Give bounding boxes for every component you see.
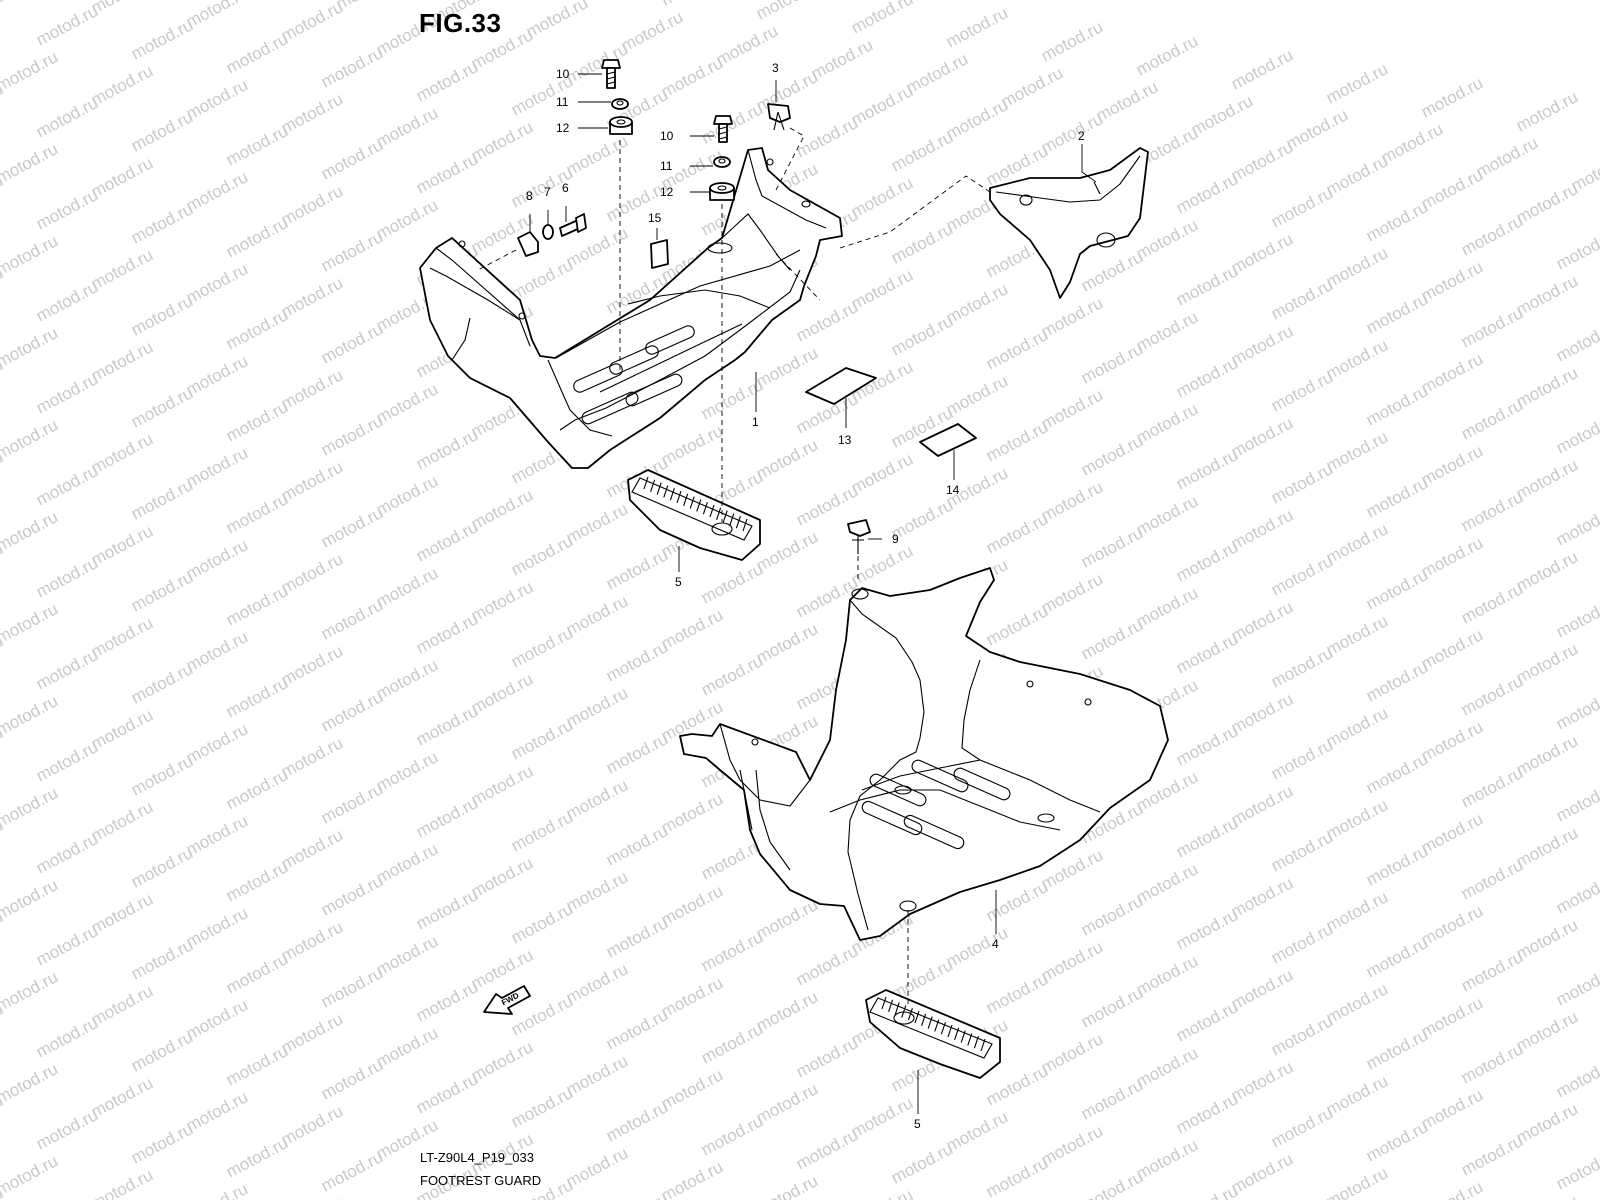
part-7-washer: [542, 224, 554, 240]
callout-2: 2: [1078, 129, 1085, 143]
pad-rib: [689, 496, 695, 509]
callout-8: 8: [526, 189, 533, 203]
pad-rib: [914, 1010, 920, 1024]
part-1-left-footrest-guard: [419, 147, 843, 469]
pad-ribs-lower: [881, 996, 986, 1052]
part-6-screw: [559, 213, 587, 237]
callout-6: 6: [562, 181, 569, 195]
callout-13: 13: [838, 433, 852, 447]
pad-rib: [980, 1038, 986, 1052]
pad-rib: [960, 1030, 966, 1043]
assembly-lines: [477, 127, 991, 1004]
part-11-washer-b: [713, 156, 731, 168]
pad-rib: [881, 996, 887, 1010]
callout-1: 1: [752, 415, 759, 429]
part-8-grommet: [517, 231, 539, 257]
part-5-footrest-pad-lower: [865, 989, 1001, 1079]
part-11-washer-a: [611, 98, 629, 110]
callout-9: 9: [892, 532, 899, 546]
part-15-label: [650, 239, 669, 269]
part-12-grommet-a: [609, 116, 633, 135]
pad-rib: [669, 488, 675, 501]
leader-lines: [529, 73, 1097, 1114]
pad-rib: [663, 485, 669, 498]
pad-rib: [973, 1036, 979, 1049]
pad-rib: [709, 504, 715, 518]
part-2-mud-guard: [989, 147, 1149, 299]
pad-rib: [729, 513, 735, 526]
part-9-clip: [847, 519, 871, 554]
part-10-bolt-b: [713, 115, 733, 143]
callout-14: 14: [946, 483, 960, 497]
pad-rib: [927, 1016, 933, 1029]
pad-rib: [650, 479, 656, 492]
callout-5: 5: [675, 575, 682, 589]
pad-rib: [954, 1027, 960, 1040]
callout-11: 11: [556, 95, 569, 109]
pad-rib: [894, 1002, 900, 1015]
pad-rib: [888, 999, 894, 1012]
callout-10: 10: [556, 67, 570, 81]
part-3-clip: [767, 103, 791, 131]
pad-rib: [742, 518, 748, 532]
part-12-grommet-b: [709, 182, 735, 201]
part-14-pad: [919, 423, 977, 457]
part-5-footrest-pad-upper: [627, 469, 761, 561]
pad-rib: [934, 1019, 940, 1032]
part-10-bolt-a: [601, 59, 621, 89]
callout-4: 4: [992, 937, 999, 951]
pad-rib: [722, 510, 728, 523]
figure-code: LT-Z90L4_P19_033: [420, 1150, 534, 1165]
pad-rib: [676, 490, 682, 504]
pad-rib: [716, 507, 722, 520]
pad-rib: [656, 482, 662, 495]
pad-rib: [702, 502, 708, 515]
pad-rib: [901, 1005, 907, 1018]
part-13-pad: [805, 367, 877, 405]
pad-rib: [967, 1033, 973, 1046]
callout-11: 11: [660, 159, 673, 173]
callout-12: 12: [660, 185, 674, 199]
callout-labels: 10 11 12 10 11 12 3 2 8 7 6 15 1 13 14 5…: [526, 61, 1085, 1131]
pad-ribs-upper: [643, 476, 748, 532]
pad-rib: [643, 476, 649, 490]
pad-rib: [921, 1013, 927, 1026]
pad-rib: [907, 1008, 913, 1021]
pad-rib: [683, 493, 689, 506]
pad-rib: [940, 1022, 946, 1035]
callout-5: 5: [914, 1117, 921, 1131]
fwd-arrow-icon: FWD: [483, 985, 531, 1015]
pad-rib: [735, 516, 741, 529]
callout-3: 3: [772, 61, 779, 75]
callout-7: 7: [544, 185, 551, 199]
figure-name: FOOTREST GUARD: [420, 1173, 542, 1188]
figure-title: FIG.33: [419, 8, 502, 38]
pad-rib: [947, 1024, 953, 1038]
pad-rib: [696, 499, 702, 512]
callout-10: 10: [660, 129, 674, 143]
part-4-right-footrest-guard: [679, 567, 1169, 941]
callout-12: 12: [556, 121, 570, 135]
callout-15: 15: [648, 211, 662, 225]
